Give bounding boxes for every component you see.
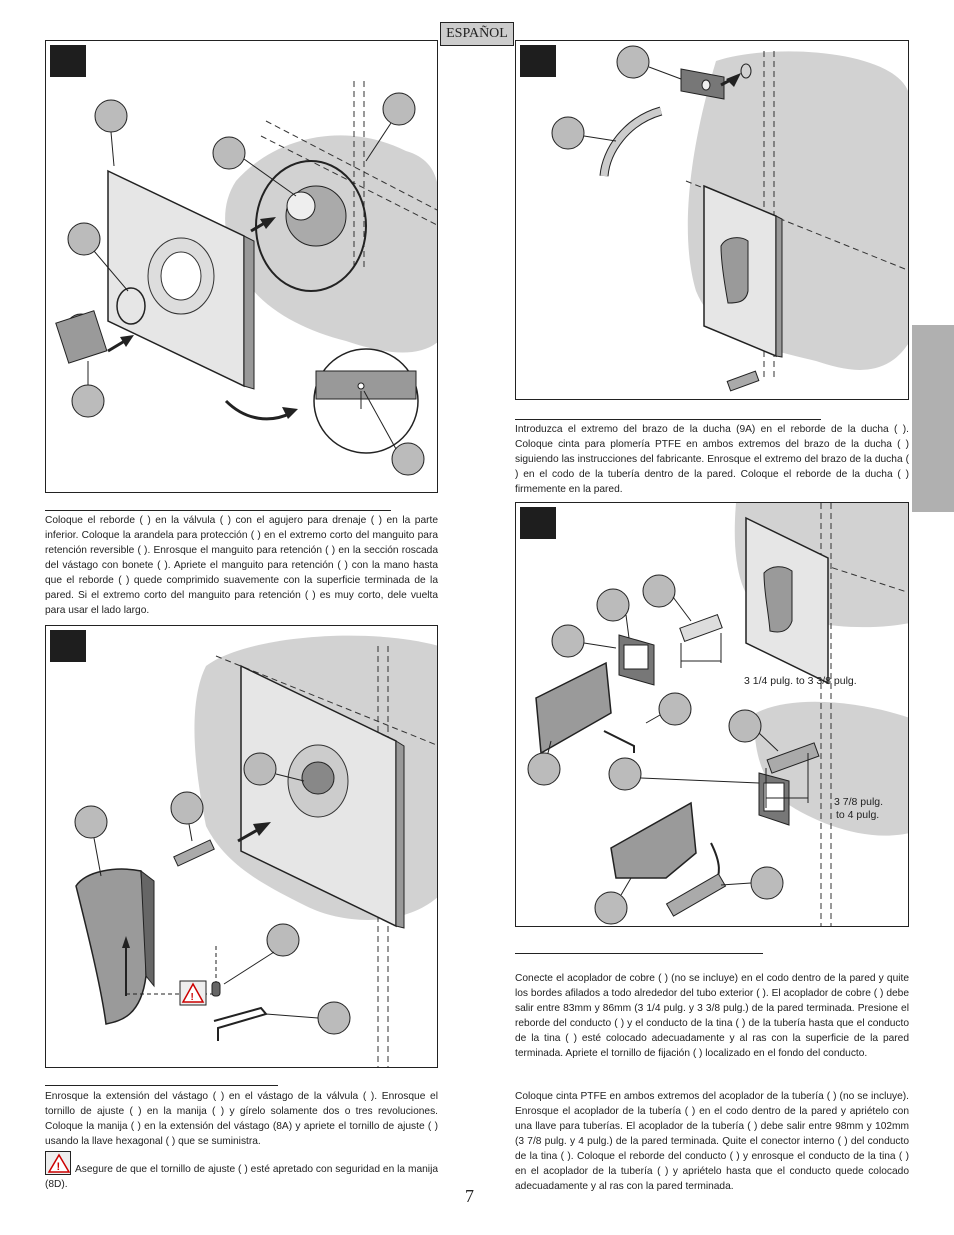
step4-illustration: 3 1/4 pulg. to 3 3/8 pulg. 3 7/8 pulg. t… [515, 502, 909, 927]
step4-instructions-a: Conecte el acoplador de cobre ( ) (no se… [515, 971, 909, 1061]
step2-instructions: Enrosque la extensión del vástago ( ) en… [45, 1089, 438, 1149]
step2-drawing: ! [74, 635, 437, 1067]
step2-warning: Asegure de que el tornillo de ajuste ( )… [45, 1162, 438, 1192]
step3-drawing [551, 45, 908, 392]
dimension-lower-1: 3 7/8 pulg. [834, 796, 883, 808]
step4-paragraph-a: Conecte el acoplador de cobre ( ) (no se… [515, 973, 909, 1059]
warning-icon: ! [45, 1151, 71, 1175]
step4-rule [515, 953, 763, 954]
step4-instructions-b: Coloque cinta PTFE en ambos extremos del… [515, 1089, 909, 1194]
step3-paragraph: Introduzca el extremo del brazo de la du… [515, 424, 909, 495]
step4-number-box [520, 507, 556, 539]
step1-rule [45, 510, 391, 511]
step4-drawing: 3 1/4 pulg. to 3 3/8 pulg. 3 7/8 pulg. t… [527, 503, 908, 926]
step4-paragraph-b: Coloque cinta PTFE en ambos extremos del… [515, 1091, 909, 1192]
step2-paragraph: Enrosque la extensión del vástago ( ) en… [45, 1091, 438, 1147]
step1-number-box [50, 45, 86, 77]
step3-instructions: Introduzca el extremo del brazo de la du… [515, 422, 909, 497]
step1-paragraph: Coloque el reborde ( ) en la válvula ( )… [45, 515, 438, 616]
step1-instructions: Coloque el reborde ( ) en la válvula ( )… [45, 513, 438, 618]
step1-drawing [55, 81, 437, 476]
svg-text:!: ! [191, 992, 194, 1003]
side-thumb-tab [912, 325, 954, 512]
step3-number-box [520, 45, 556, 77]
svg-text:!: ! [57, 1161, 61, 1173]
step1-illustration [45, 40, 438, 493]
step3-illustration [515, 40, 909, 400]
step2-illustration: ! [45, 625, 438, 1068]
dimension-upper: 3 1/4 pulg. to 3 3/8 pulg. [744, 675, 857, 687]
dimension-lower-2: to 4 pulg. [836, 809, 879, 821]
language-tab: ESPAÑOL [440, 22, 514, 46]
page-number: 7 [465, 1186, 474, 1206]
step2-number-box [50, 630, 86, 662]
step2-warning-text: Asegure de que el tornillo de ajuste ( )… [45, 1164, 438, 1190]
step3-rule [515, 419, 821, 420]
step2-rule [45, 1085, 278, 1086]
